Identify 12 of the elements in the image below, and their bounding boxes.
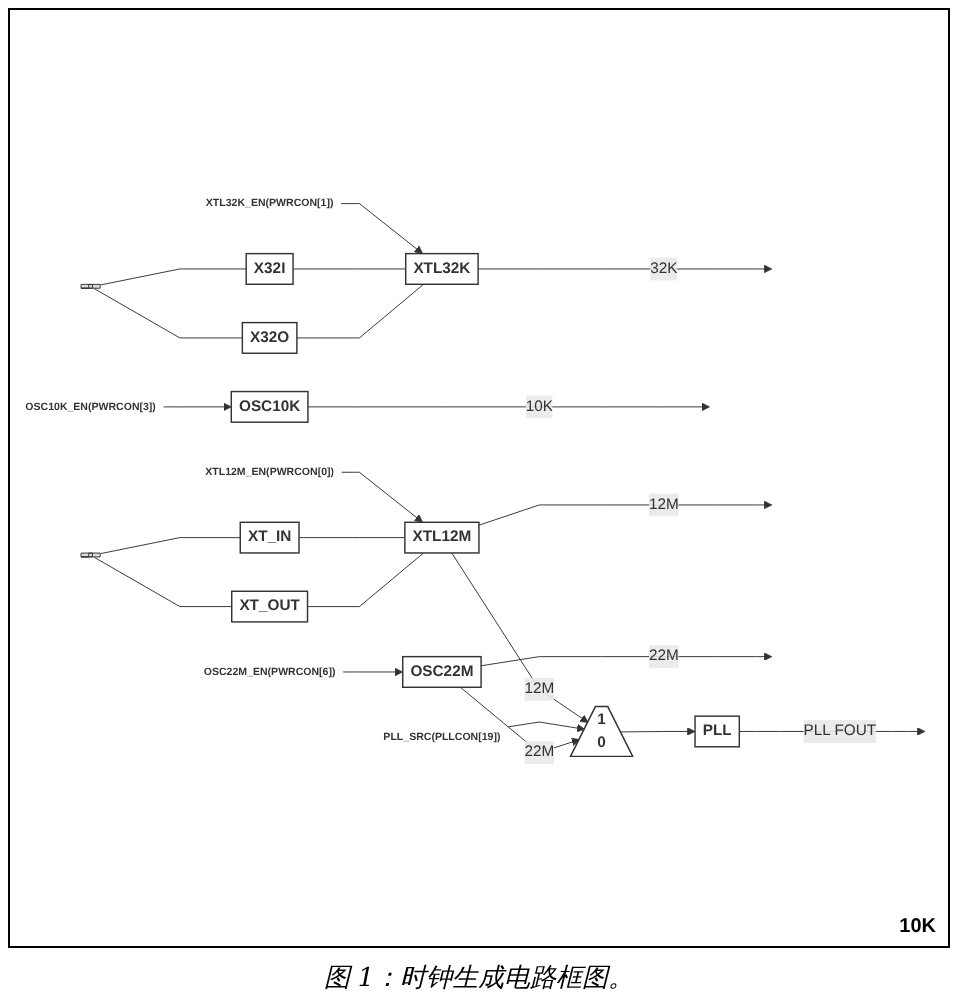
- connector: [100, 537, 241, 555]
- signal-label: 10K: [899, 916, 936, 938]
- connector: [100, 268, 247, 286]
- node-crystal: [80, 283, 101, 289]
- connector: [298, 537, 406, 539]
- connector: [93, 556, 233, 608]
- connector: [292, 268, 407, 270]
- connector: [93, 288, 243, 339]
- node-crystal: [80, 552, 101, 558]
- caption: 图 1：时钟生成电路框图。: [323, 962, 635, 996]
- connector: [307, 552, 425, 608]
- connector: [296, 283, 425, 339]
